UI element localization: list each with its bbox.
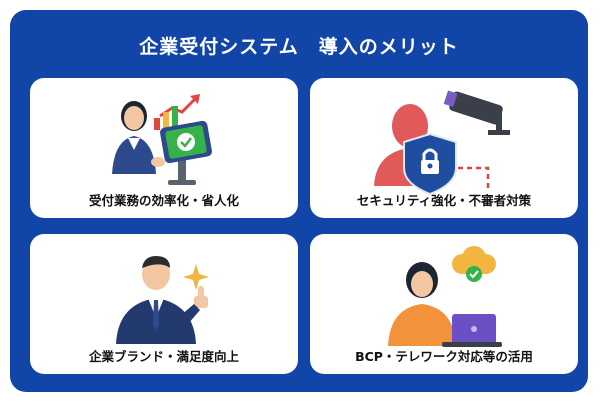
benefit-label: 受付業務の効率化・省人化 — [88, 193, 239, 208]
remote-worker-cloud-icon — [388, 246, 502, 347]
businessman-thumbs-up-icon — [116, 256, 209, 344]
benefit-label: セキュリティ強化・不審者対策 — [356, 193, 532, 208]
benefit-card-bcp: BCP・テレワーク対応等の活用 — [310, 234, 578, 374]
security-camera-shield-icon — [374, 90, 510, 196]
receptionist-tablet-icon — [112, 94, 212, 185]
benefits-panel: 企業受付システム 導入のメリット 受付業務の効率化・省人化 — [10, 10, 588, 392]
page-title: 企業受付システム 導入のメリット — [139, 36, 459, 58]
benefit-card-brand: 企業ブランド・満足度向上 — [30, 234, 298, 374]
benefit-card-security: セキュリティ強化・不審者対策 — [310, 78, 578, 218]
benefit-label: BCP・テレワーク対応等の活用 — [355, 349, 533, 364]
benefit-label: 企業ブランド・満足度向上 — [88, 349, 239, 364]
benefit-card-efficiency: 受付業務の効率化・省人化 — [30, 78, 298, 218]
